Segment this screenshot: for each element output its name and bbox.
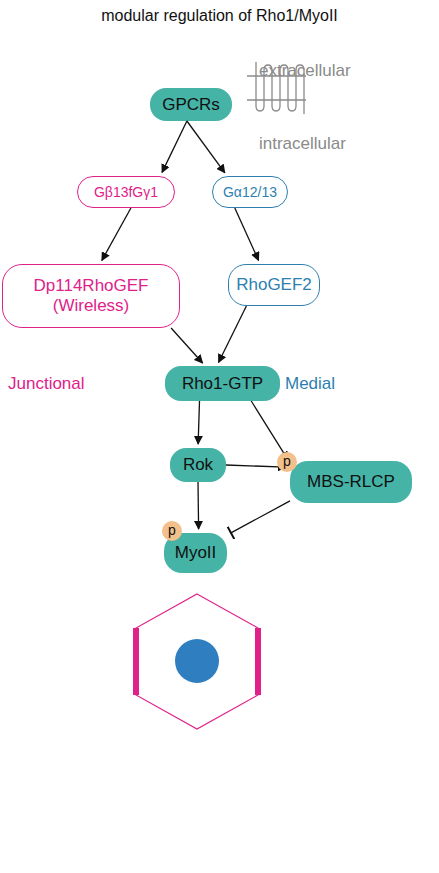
inhibition-connector [231,501,290,533]
region-label: Junctional [8,375,85,392]
receptor-box: GPCRs [150,88,232,121]
arrow-connector [171,328,202,363]
node-text: Rok [177,455,219,475]
gef-box: Dp114RhoGEF (Wireless) [2,264,180,328]
arrow-connector [198,401,199,444]
arrow-connector [219,306,247,362]
arrow-connector [235,208,259,260]
arrow-connector [187,121,225,173]
node-text: Rho1-GTP [176,374,269,394]
side-label: intracellular [259,135,346,152]
node-text: GPCRs [156,95,226,115]
figure-title: modular regulation of Rho1/MyoII [0,8,439,24]
gef-box: RhoGEF2 [228,264,320,306]
node-text: Gβ13fGγ1 [88,184,164,200]
arrow-connector [251,401,288,460]
process-box: Rok [170,448,226,482]
process-box: Rho1-GTP [165,366,280,401]
protein-pill: Gβ13fGγ1 [77,176,175,208]
node-text: MyoII [169,543,223,563]
phospho-tag: p [277,452,297,472]
phospho-tag: p [162,521,182,541]
node-text: RhoGEF2 [230,275,318,295]
arrow-connector [162,121,187,172]
protein-pill: Gα12/13 [212,176,288,208]
node-text: Dp114RhoGEF (Wireless) [3,276,179,315]
side-label: extracellular [259,62,351,79]
process-box: MBS-RLCP [290,461,412,503]
node-text: MBS-RLCP [301,472,401,492]
arrow-connector [197,482,199,529]
node-text: Gα12/13 [217,184,283,200]
cell-symbol [136,594,258,729]
arrow-connector [102,208,131,261]
region-label: Medial [285,375,335,392]
